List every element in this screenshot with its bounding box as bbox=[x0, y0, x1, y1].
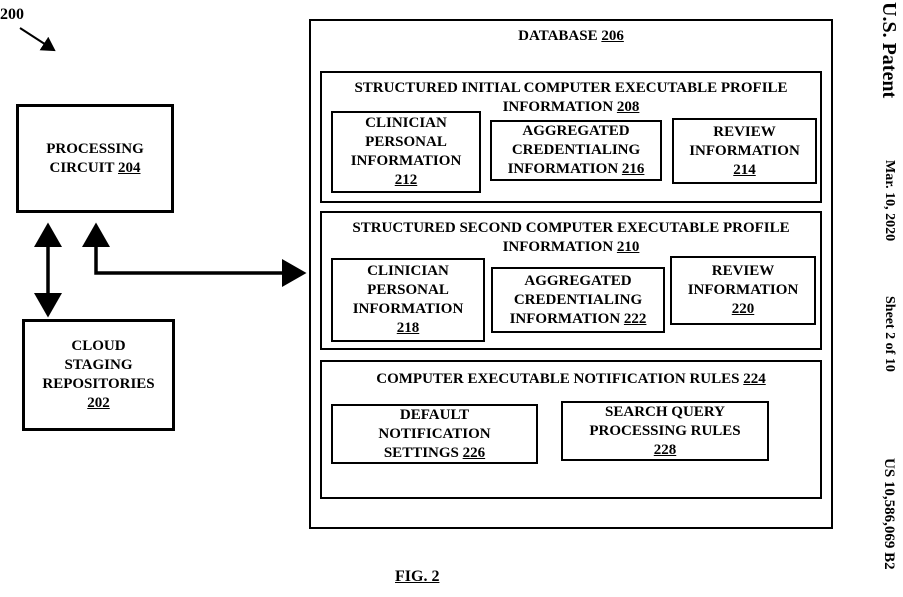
default-settings-number: 226 bbox=[462, 444, 486, 461]
second-review-number: 220 bbox=[731, 301, 755, 317]
second-profile-number: 210 bbox=[616, 239, 640, 255]
second-cred-l3: INFORMATION bbox=[509, 310, 621, 327]
second-profile-title-line2: INFORMATION bbox=[502, 239, 614, 255]
initial-personal-l2: PERSONAL bbox=[365, 134, 447, 150]
cloud-line1: CLOUD bbox=[71, 338, 126, 354]
initial-personal-l1: CLINICIAN bbox=[365, 115, 447, 131]
initial-cred-l1: AGGREGATED bbox=[522, 123, 630, 139]
default-settings-l1: DEFAULT bbox=[399, 406, 470, 423]
database-title-text: DATABASE bbox=[518, 28, 598, 44]
patent-side-sheet: Sheet 2 of 10 bbox=[882, 296, 897, 372]
initial-review-l1: REVIEW bbox=[713, 123, 776, 140]
processing-database-link-arrow bbox=[82, 222, 307, 287]
processing-circuit-box: PROCESSING CIRCUIT 204 bbox=[16, 104, 174, 213]
default-settings-l2: NOTIFICATION bbox=[378, 425, 491, 442]
initial-profile-title-line2: INFORMATION bbox=[502, 99, 614, 115]
default-settings-l3: SETTINGS bbox=[383, 444, 459, 461]
initial-review-l2: INFORMATION bbox=[689, 142, 800, 159]
initial-review-number: 214 bbox=[733, 161, 756, 178]
cloud-line2: STAGING bbox=[64, 357, 133, 373]
default-notification-settings-box: DEFAULT NOTIFICATION SETTINGS 226 bbox=[331, 404, 538, 464]
initial-cred-number: 216 bbox=[621, 161, 645, 177]
search-query-processing-rules-box: SEARCH QUERY PROCESSING RULES 228 bbox=[561, 401, 769, 461]
search-rules-number: 228 bbox=[653, 441, 677, 458]
initial-aggregated-credentialing-box: AGGREGATED CREDENTIALING INFORMATION 216 bbox=[490, 120, 662, 181]
figure-reference-label: 200 bbox=[0, 6, 24, 23]
second-cred-l2: CREDENTIALING bbox=[513, 291, 643, 308]
patent-side-number: US 10,586,069 B2 bbox=[881, 458, 897, 570]
second-profile-title: STRUCTURED SECOND COMPUTER EXECUTABLE PR… bbox=[322, 219, 820, 257]
notification-rules-title-text: COMPUTER EXECUTABLE NOTIFICATION RULES bbox=[376, 371, 740, 387]
initial-profile-title-line1: STRUCTURED INITIAL COMPUTER EXECUTABLE P… bbox=[354, 80, 788, 96]
initial-review-information-box: REVIEW INFORMATION 214 bbox=[672, 118, 817, 184]
processing-circuit-line2: CIRCUIT bbox=[49, 159, 115, 176]
processing-circuit-line1: PROCESSING bbox=[46, 140, 144, 157]
initial-cred-l3: INFORMATION bbox=[507, 161, 619, 177]
patent-side-title: U.S. Patent bbox=[878, 2, 900, 99]
database-title: DATABASE 206 bbox=[311, 27, 831, 46]
database-number: 206 bbox=[601, 28, 624, 44]
second-review-l1: REVIEW bbox=[711, 263, 775, 279]
initial-clinician-personal-box: CLINICIAN PERSONAL INFORMATION 212 bbox=[331, 111, 481, 193]
second-review-l2: INFORMATION bbox=[687, 282, 799, 298]
initial-cred-l2: CREDENTIALING bbox=[511, 142, 641, 158]
initial-personal-l3: INFORMATION bbox=[350, 153, 462, 169]
second-clinician-personal-box: CLINICIAN PERSONAL INFORMATION 218 bbox=[331, 258, 485, 342]
notification-rules-title: COMPUTER EXECUTABLE NOTIFICATION RULES 2… bbox=[322, 370, 820, 389]
patent-side-date: Mar. 10, 2020 bbox=[882, 160, 897, 242]
figure-caption: FIG. 2 bbox=[395, 568, 440, 585]
search-rules-l1: SEARCH QUERY bbox=[605, 403, 725, 420]
initial-personal-number: 212 bbox=[394, 172, 418, 188]
initial-profile-number: 208 bbox=[616, 99, 640, 115]
processing-circuit-number: 204 bbox=[118, 159, 141, 176]
notification-rules-number: 224 bbox=[743, 371, 766, 387]
second-profile-title-line1: STRUCTURED SECOND COMPUTER EXECUTABLE PR… bbox=[352, 220, 790, 236]
cloud-number: 202 bbox=[87, 395, 110, 411]
cloud-line3: REPOSITORIES bbox=[42, 376, 155, 392]
second-review-information-box: REVIEW INFORMATION 220 bbox=[670, 256, 816, 325]
second-cred-l1: AGGREGATED bbox=[524, 272, 632, 289]
second-personal-number: 218 bbox=[396, 320, 420, 336]
second-personal-l2: PERSONAL bbox=[367, 282, 449, 298]
second-aggregated-credentialing-box: AGGREGATED CREDENTIALING INFORMATION 222 bbox=[491, 267, 665, 333]
search-rules-l2: PROCESSING RULES bbox=[589, 422, 741, 439]
second-personal-l3: INFORMATION bbox=[352, 301, 464, 317]
second-personal-l1: CLINICIAN bbox=[367, 263, 449, 279]
second-cred-number: 222 bbox=[623, 310, 647, 327]
cloud-staging-repositories-box: CLOUD STAGING REPOSITORIES 202 bbox=[22, 319, 175, 431]
figure-pointer-arrow bbox=[19, 27, 56, 52]
initial-profile-title: STRUCTURED INITIAL COMPUTER EXECUTABLE P… bbox=[322, 79, 820, 117]
